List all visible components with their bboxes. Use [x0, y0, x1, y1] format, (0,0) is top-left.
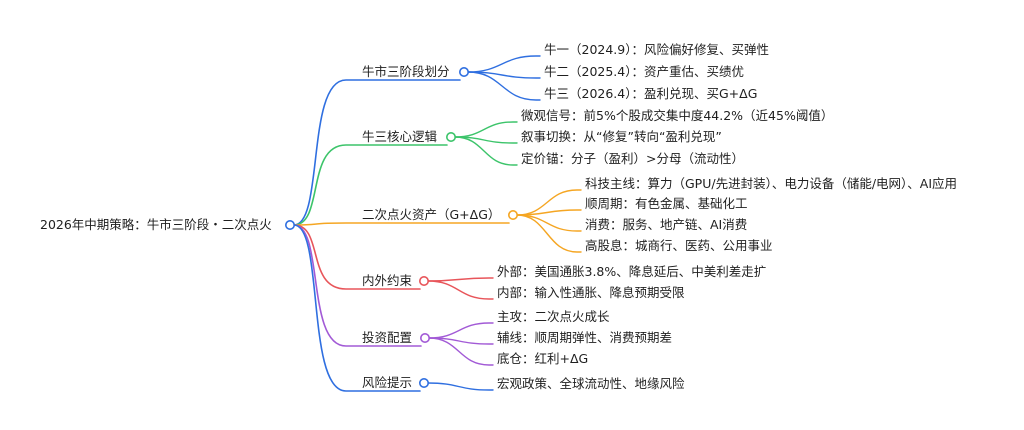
edge-root-to-branch-4 [293, 224, 421, 290]
leaf-topic-2-1[interactable]: 微观信号：前5%个股成交集中度44.2%（近45%阈值） [521, 108, 834, 123]
edge-root-to-branch-3 [293, 222, 510, 226]
edge-root-to-branch-1 [293, 79, 461, 226]
mindmap-edges [293, 55, 582, 392]
branch-node-3[interactable] [507, 210, 518, 221]
edge-branch-1-leaf-3 [467, 71, 541, 101]
branch-topic-2[interactable]: 牛三核心逻辑 [362, 129, 438, 144]
branch-node-2[interactable] [445, 132, 456, 143]
leaf-topic-3-3[interactable]: 消费：服务、地产链、AI消费 [585, 217, 748, 232]
branch-topic-5[interactable]: 投资配置 [362, 330, 413, 345]
branch-node-6[interactable] [418, 377, 429, 388]
root-topic[interactable]: 2026年中期策略：牛市三阶段・二次点火 [40, 217, 272, 232]
leaf-topic-5-2[interactable]: 辅线：顺周期弹性、消费预期差 [497, 330, 673, 345]
leaf-topic-6-1[interactable]: 宏观政策、全球流动性、地缘风险 [497, 376, 685, 391]
leaf-topic-1-3[interactable]: 牛三（2026.4）：盈利兑现、买G+ΔG [544, 86, 758, 101]
edge-branch-2-leaf-3 [454, 136, 518, 166]
leaf-topic-2-2[interactable]: 叙事切换：从“修复”转向“盈利兑现” [521, 129, 722, 144]
leaf-topic-3-1[interactable]: 科技主线：算力（GPU/先进封装）、电力设备（储能/电网）、AI应用 [585, 176, 958, 191]
leaf-topic-1-1[interactable]: 牛一（2024.9）：风险偏好修复、买弹性 [544, 42, 769, 57]
branch-node-1[interactable] [458, 67, 469, 78]
mindmap-nodes [284, 67, 518, 388]
leaf-topic-4-2[interactable]: 内部：输入性通胀、降息预期受限 [497, 285, 685, 300]
leaf-topic-3-2[interactable]: 顺周期：有色金属、基础化工 [585, 196, 748, 211]
edge-branch-2-leaf-1 [454, 121, 518, 138]
edge-root-to-branch-5 [293, 224, 422, 347]
edge-branch-4-leaf-1 [427, 277, 494, 282]
edge-branch-6-leaf-1 [427, 382, 494, 391]
edge-branch-3-leaf-2 [516, 209, 582, 216]
edge-branch-5-leaf-3 [428, 337, 494, 366]
leaf-topic-2-3[interactable]: 定价锚：分子（盈利）>分母（流动性） [521, 151, 744, 166]
branch-topic-6[interactable]: 风险提示 [362, 375, 413, 390]
edge-root-to-branch-2 [293, 144, 448, 226]
branch-topic-4[interactable]: 内外约束 [362, 273, 413, 288]
edge-root-to-branch-6 [293, 224, 421, 392]
branch-node-5[interactable] [419, 332, 430, 343]
branch-topic-3[interactable]: 二次点火资产（G+ΔG） [362, 207, 501, 222]
edge-branch-4-leaf-2 [427, 280, 494, 300]
root-node-dot[interactable] [284, 220, 295, 231]
leaf-topic-1-2[interactable]: 牛二（2025.4）：资产重估、买绩优 [544, 64, 744, 79]
leaf-topic-3-4[interactable]: 高股息：城商行、医药、公用事业 [585, 238, 773, 253]
leaf-topic-5-1[interactable]: 主攻：二次点火成长 [497, 309, 610, 324]
edge-branch-5-leaf-1 [428, 322, 494, 339]
edge-branch-1-leaf-1 [467, 55, 541, 73]
edge-branch-3-leaf-4 [516, 214, 582, 253]
branch-topic-1[interactable]: 牛市三阶段划分 [362, 64, 450, 79]
branch-node-4[interactable] [418, 275, 429, 286]
edge-branch-3-leaf-3 [516, 214, 582, 232]
edge-branch-5-leaf-2 [428, 337, 494, 345]
leaf-topic-5-3[interactable]: 底仓：红利+ΔG [497, 351, 589, 366]
leaf-topic-4-1[interactable]: 外部：美国通胀3.8%、降息延后、中美利差走扩 [497, 264, 767, 279]
edge-branch-3-leaf-1 [516, 189, 582, 216]
edge-branch-1-leaf-2 [467, 71, 541, 79]
